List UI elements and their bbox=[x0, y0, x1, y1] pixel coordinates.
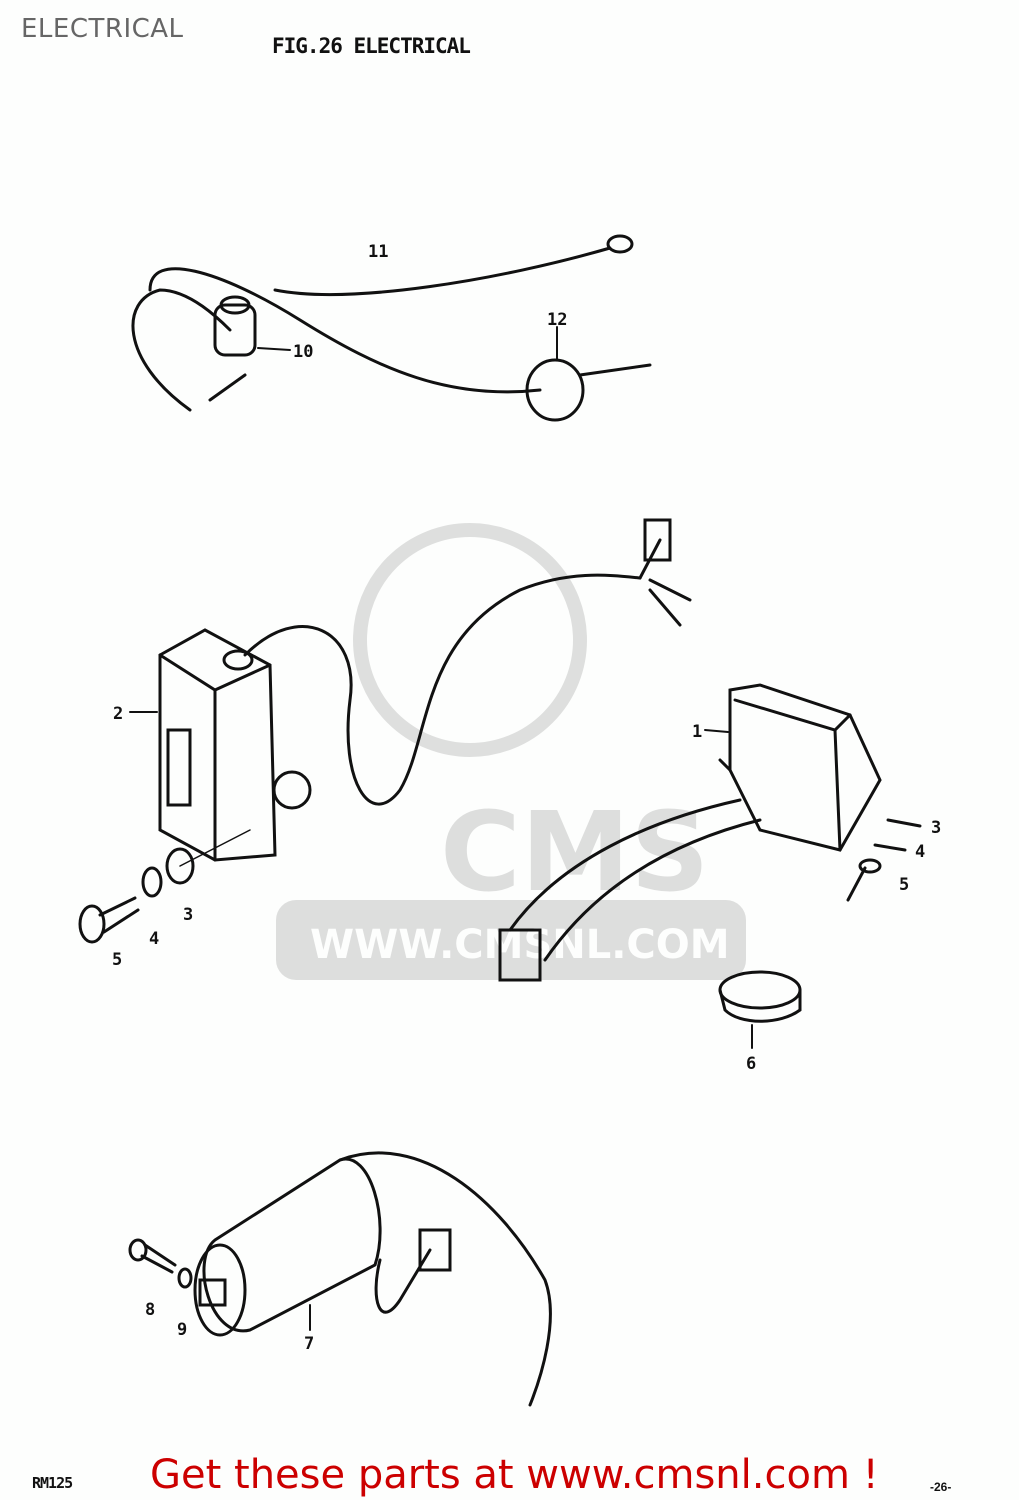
callout-3-right: 3 bbox=[931, 818, 941, 838]
callout-11: 11 bbox=[368, 242, 388, 262]
clamp-6 bbox=[718, 970, 802, 1049]
callout-8: 8 bbox=[145, 1300, 155, 1320]
callout-2: 2 bbox=[113, 704, 123, 724]
callout-5-right: 5 bbox=[899, 875, 909, 895]
clamp-12 bbox=[525, 326, 652, 422]
callout-5-left: 5 bbox=[112, 950, 122, 970]
callouts: 11 12 10 2 1 3 4 5 3 4 5 6 8 9 7 bbox=[112, 242, 941, 1354]
watermark-logo: CMS WWW.CMSNL.COM bbox=[276, 523, 746, 980]
page-title: ELECTRICAL bbox=[21, 14, 184, 44]
high-tension-coil-7 bbox=[193, 1151, 552, 1407]
switch-10 bbox=[208, 295, 291, 402]
bolt-washer-set-right bbox=[846, 818, 922, 902]
bolt-washer-set-left bbox=[78, 829, 251, 944]
promo-link[interactable]: Get these parts at www.cmsnl.com ! bbox=[150, 1452, 879, 1498]
bolt-8-washer-9 bbox=[128, 1238, 193, 1289]
page-number: -26- bbox=[930, 1480, 952, 1494]
ignition-coil-1 bbox=[498, 683, 882, 982]
callout-10: 10 bbox=[293, 342, 313, 362]
callout-1: 1 bbox=[692, 722, 702, 742]
ground-wire-11 bbox=[131, 234, 634, 412]
svg-text:CMS: CMS bbox=[440, 788, 709, 916]
model-label: RM125 bbox=[32, 1474, 73, 1492]
callout-4-right: 4 bbox=[915, 842, 925, 862]
figure-title: FIG.26 ELECTRICAL bbox=[272, 34, 471, 58]
callout-6: 6 bbox=[746, 1054, 756, 1074]
cdi-unit-2 bbox=[129, 518, 692, 862]
callout-9: 9 bbox=[177, 1320, 187, 1340]
callout-4-left: 4 bbox=[149, 929, 159, 949]
callout-7: 7 bbox=[304, 1334, 314, 1354]
callout-3-left: 3 bbox=[183, 905, 193, 925]
callout-12: 12 bbox=[547, 310, 567, 330]
